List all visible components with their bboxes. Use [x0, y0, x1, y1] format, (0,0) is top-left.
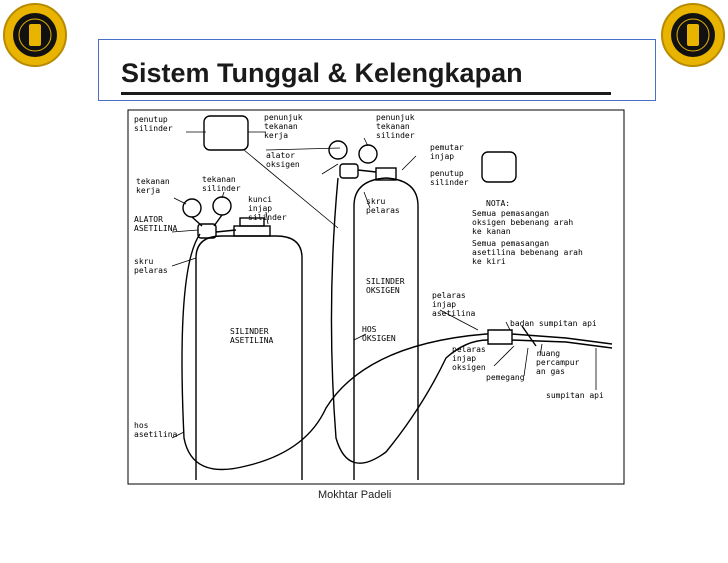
- oxygen-valve: [375, 167, 397, 181]
- regulator-pipe: [215, 229, 237, 233]
- label-sumpitan-api: sumpitan api: [546, 391, 604, 400]
- label-pelaras-injap-asetilina: pelaras injap asetilina: [432, 291, 476, 318]
- label-skru-pelaras-2: skru pelaras: [366, 197, 400, 215]
- page-title: Sistem Tunggal & Kelengkapan: [121, 58, 523, 88]
- cylinder-cap-1: [203, 115, 249, 151]
- label-skru-pelaras-1: skru pelaras: [134, 257, 168, 275]
- label-tekanan-silinder: tekanan silinder: [202, 175, 241, 193]
- label-alator-oksigen: alator oksigen: [266, 151, 300, 169]
- label-pemutar-injap: pemutar injap: [430, 143, 469, 161]
- regulator-pipe: [357, 169, 377, 173]
- title-frame: Sistem Tunggal & Kelengkapan: [98, 39, 656, 101]
- label-hos-oksigen: HOS OKSIGEN: [362, 325, 396, 343]
- title-underline: [121, 92, 611, 95]
- oxygen-working-gauge: [328, 140, 348, 160]
- acetylene-key: [239, 217, 265, 227]
- acetylene-cylinder: [195, 235, 303, 480]
- acetylene-regulator: [197, 223, 217, 239]
- label-tekanan-kerja: tekanan kerja: [136, 177, 175, 195]
- acetylene-cylinder-gauge: [212, 196, 232, 216]
- label-penunjuk-tekanan-kerja: penunjuk tekanan kerja: [264, 113, 307, 140]
- label-hos-asetilina: hos asetilina: [134, 421, 178, 439]
- oxygen-hose: [330, 177, 489, 464]
- author-credit: Mokhtar Padeli: [318, 489, 392, 501]
- welding-torch: [487, 329, 613, 349]
- label-badan-sumpitan-api: badan sumpitan api: [510, 319, 597, 328]
- label-ruang-percampuran-gas: ruang percampur an gas: [536, 349, 584, 376]
- label-pelaras-injap-oksigen: pelaras injap oksigen: [452, 345, 491, 372]
- seal-badge-icon: [3, 3, 67, 67]
- oxygen-cylinder: [353, 177, 419, 480]
- gauge-link: [213, 214, 223, 227]
- torch-valve: [521, 325, 537, 347]
- label-kunci-injap-silinder: kunci injap silinder: [248, 195, 287, 222]
- gauge-link: [191, 216, 203, 227]
- cylinder-cap-2: [481, 151, 517, 183]
- label-nota: NOTA: Semua pemasangan oksigen bebenang …: [472, 199, 588, 266]
- acetylene-valve: [233, 225, 271, 237]
- label-silinder-oksigen: SILINDER OKSIGEN: [366, 277, 409, 295]
- label-pemegang: pemegang: [486, 373, 525, 382]
- oxygen-regulator: [339, 163, 359, 179]
- oxygen-cylinder-gauge: [358, 144, 378, 164]
- label-penutup-silinder-1: penutup silinder: [134, 115, 173, 133]
- label-penutup-silinder-2: penutup silinder: [430, 169, 469, 187]
- label-silinder-asetilina: SILINDER ASETILINA: [230, 327, 274, 345]
- seal-badge-icon: [661, 3, 725, 67]
- acetylene-hose: [181, 233, 488, 471]
- welding-diagram: penutup silinder penunjuk tekanan kerja …: [126, 108, 626, 488]
- label-penunjuk-tekanan-silinder: penunjuk tekanan silinder: [376, 113, 419, 140]
- label-alator-asetilina: ALATOR ASETILINA: [134, 215, 178, 233]
- diagram-frame: [127, 109, 625, 485]
- acetylene-working-gauge: [182, 198, 202, 218]
